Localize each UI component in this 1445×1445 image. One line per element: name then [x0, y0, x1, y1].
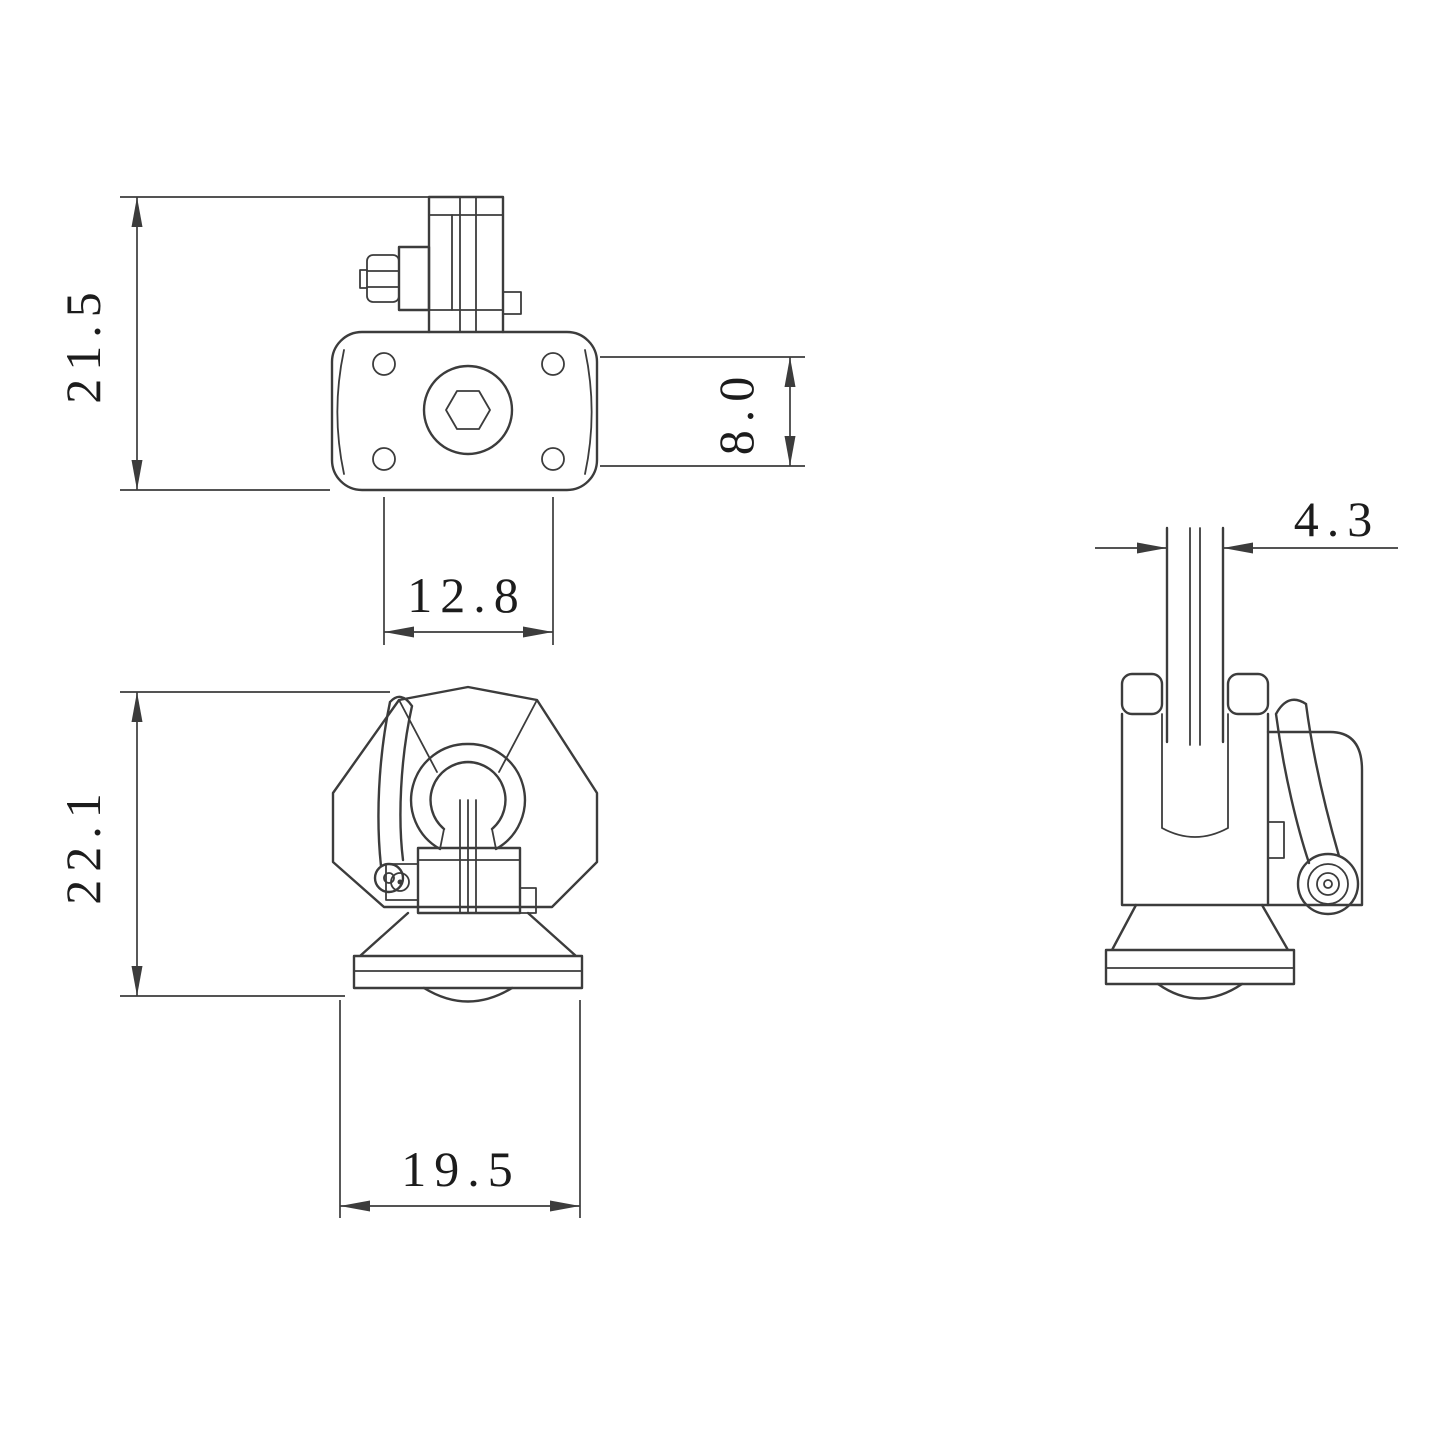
dim-22-1-arrow-top	[131, 692, 143, 722]
side-view-dimensions: 4.3	[1095, 491, 1398, 554]
side-block	[1266, 730, 1364, 907]
dim-front-height-label: 22.1	[55, 785, 111, 905]
assembly-front-view	[331, 685, 599, 1003]
plate-right-bulge-line	[584, 349, 593, 475]
base-flange	[352, 911, 584, 990]
coil-spring-inner	[1316, 872, 1340, 896]
corner-hole-bottom-left	[372, 447, 396, 471]
dim-upper-height-label: 21.5	[55, 284, 111, 404]
dim-21-5-arrow-bottom	[131, 460, 143, 490]
channel-outer-walls	[1120, 712, 1270, 907]
side-post-outer-lines	[1165, 526, 1225, 744]
corner-hole-bottom-right	[541, 447, 565, 471]
dim-upper-side-height-label: 8.0	[708, 369, 764, 456]
shackle-inner-arc	[429, 760, 507, 831]
post-horizontal-lines	[428, 214, 504, 311]
dim-22-1-arrow-bottom	[131, 966, 143, 996]
dim-4-3-arrow-left	[1137, 542, 1167, 554]
center-post-lines	[459, 799, 477, 914]
front-view-dimensions: 22.1 19.5	[55, 691, 581, 1218]
base-dome	[422, 986, 514, 1003]
side-base-flange	[1104, 903, 1296, 986]
upper-view-dimensions: 21.5 8.0 12.8	[55, 196, 805, 645]
channel-right-lip	[1226, 672, 1270, 716]
shackle-outer-arc	[409, 742, 527, 851]
front-clamp-nut-dot	[397, 879, 403, 885]
coil-spring-outer	[1296, 852, 1360, 916]
lever-pivot-bracket	[1267, 821, 1285, 859]
front-clamp-nut	[385, 863, 419, 901]
dim-19-5-arrow-right	[550, 1200, 580, 1212]
corner-hole-top-left	[372, 352, 396, 376]
front-clamp-nut-hole	[390, 872, 410, 892]
dim-12-8-arrow-left	[384, 626, 414, 638]
dim-upper-width-label: 12.8	[407, 567, 527, 623]
dim-side-post-width-label: 4.3	[1294, 491, 1381, 547]
dim-8-0-lines	[600, 356, 805, 467]
hex-socket	[445, 390, 491, 430]
post-right-step	[502, 291, 522, 315]
dim-12-8-arrow-right	[523, 626, 553, 638]
dim-22-1-lines	[120, 691, 390, 997]
assembly-side-view	[1104, 526, 1364, 1000]
side-base-dome	[1156, 982, 1244, 1000]
clamp-nut-facets	[366, 270, 400, 288]
shackle-feet	[439, 828, 497, 850]
front-clamp-block	[416, 846, 522, 915]
dim-21-5-arrow-top	[131, 197, 143, 227]
dim-21-5-lines	[120, 196, 429, 491]
body-facet-lines	[398, 699, 538, 773]
dim-8-0-arrow-bottom	[784, 436, 796, 466]
dim-19-5-lines	[339, 1000, 581, 1218]
dim-8-0-arrow-top	[784, 357, 796, 387]
post-slot-lines	[451, 196, 477, 333]
upper-front-view	[330, 195, 599, 492]
clamp-nut	[366, 254, 400, 303]
dim-4-3-arrow-right	[1223, 542, 1253, 554]
coil-spring-mid	[1307, 863, 1349, 905]
clamp-block	[397, 245, 431, 312]
lever-arm	[377, 695, 414, 868]
post-outline	[427, 195, 505, 334]
channel-left-lip	[1120, 672, 1164, 716]
plate-left-bulge-line	[336, 349, 345, 475]
side-post-slot-lines	[1189, 527, 1201, 746]
dim-front-width-label: 19.5	[401, 1141, 521, 1197]
lever-eye-inner	[383, 872, 395, 884]
corner-hole-top-right	[541, 352, 565, 376]
lever-eye-outer	[373, 862, 405, 894]
dim-19-5-arrow-left	[340, 1200, 370, 1212]
center-bolt-circle	[422, 364, 514, 456]
channel-inner-walls	[1161, 713, 1229, 838]
coil-spring-core	[1323, 879, 1333, 889]
mount-plate-outline	[330, 330, 599, 492]
front-clamp-details	[417, 859, 537, 914]
side-lever-handle	[1274, 698, 1341, 865]
bolt-tip	[359, 269, 368, 289]
body-outline	[331, 685, 599, 909]
